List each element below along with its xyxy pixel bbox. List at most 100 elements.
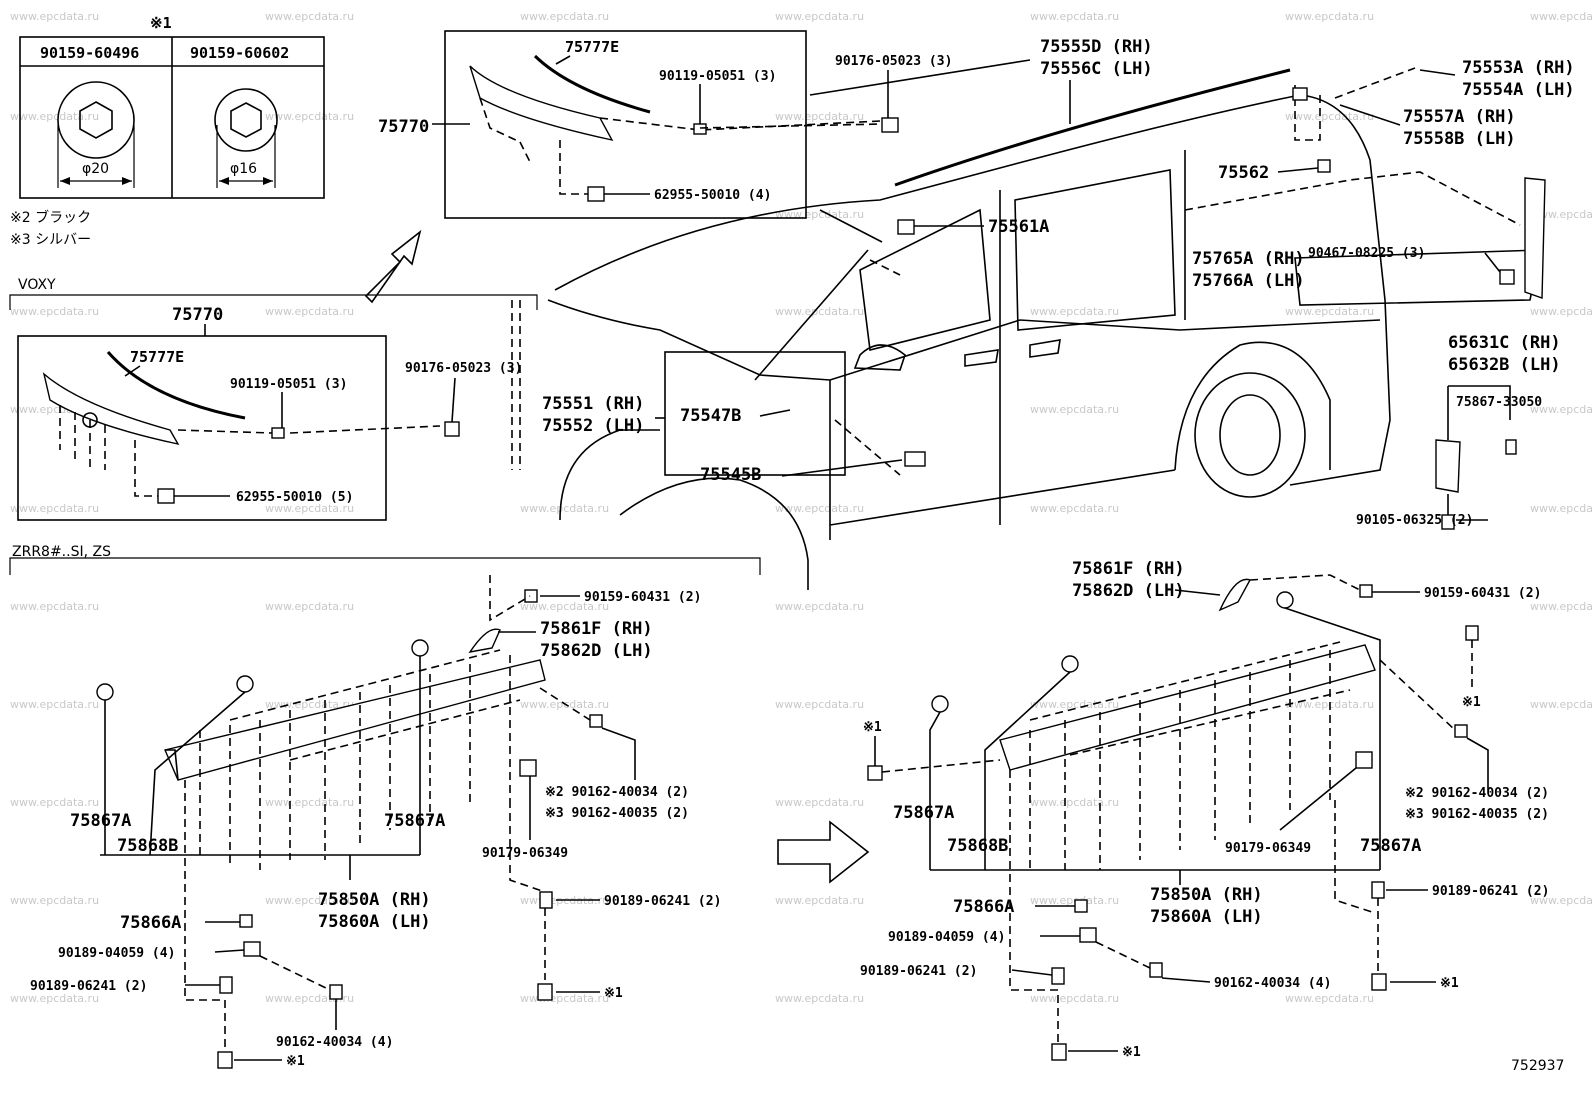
rr-stud: 90189-06241 (2) [1432, 884, 1549, 899]
watermark: www.epcdata.ru [775, 502, 864, 515]
label-75547: 75547B [680, 406, 741, 426]
lr-screw-silver: ※3 90162-40035 (2) [545, 806, 689, 821]
zrr-section-title: ZRR8#..SI, ZS [12, 544, 111, 560]
retainer-icon [587, 186, 605, 202]
label-qtr-rh: 75765A (RH) [1192, 249, 1305, 269]
label-75545: 75545B [700, 465, 761, 485]
note-silver: ※3 シルバー [10, 232, 91, 248]
moulding-strip [533, 54, 651, 114]
rr-stud2: 90189-06241 (2) [860, 964, 977, 979]
watermark: www.epcdata.ru [520, 992, 609, 1005]
rr-mark-left: ※1 [863, 720, 882, 735]
watermark: www.epcdata.ru [1030, 10, 1119, 23]
watermark: www.epcdata.ru [775, 698, 864, 711]
rocker-panel [999, 644, 1376, 771]
watermark: www.epcdata.ru [1530, 208, 1592, 221]
rr-mark-b: ※1 [1122, 1045, 1141, 1060]
label-75562: 75562 [1218, 163, 1269, 183]
voxy-inset-moulding: 75777E [130, 348, 184, 366]
lr-clip-a2: 75867A [384, 811, 445, 831]
garnish-part [469, 65, 614, 142]
note-black: ※2 ブラック [10, 209, 91, 226]
vehicle-body [547, 68, 1546, 590]
end-cap-part [468, 628, 501, 653]
lr-nut2: 90189-04059 (4) [58, 946, 175, 961]
clip-icon [931, 695, 949, 713]
watermark: www.epcdata.ru [10, 698, 99, 711]
watermark: www.epcdata.ru [265, 305, 354, 318]
watermark: www.epcdata.ru [10, 796, 99, 809]
watermark: www.epcdata.ru [10, 305, 99, 318]
watermark: www.epcdata.ru [1030, 403, 1119, 416]
watermark: www.epcdata.ru [775, 796, 864, 809]
clip-icon-large [57, 81, 135, 159]
voxy-inset-assembly: 75770 [172, 305, 223, 325]
watermark: www.epcdata.ru [1530, 600, 1592, 613]
roof-moulding [894, 68, 1291, 187]
lr-screw2: 90162-40034 (4) [276, 1035, 393, 1050]
watermark: www.epcdata.ru [265, 796, 354, 809]
watermark: www.epcdata.ru [1030, 305, 1119, 318]
nut-icon [519, 759, 537, 777]
clip-part-2: 90159-60602 [190, 44, 289, 62]
label-hood-rh: 75551 (RH) [542, 394, 644, 414]
clip-icon [271, 427, 285, 439]
watermark: www.epcdata.ru [265, 502, 354, 515]
rr-nut: 90179-06349 [1225, 841, 1311, 856]
clip-icon [693, 123, 707, 135]
lr-small: 75866A [120, 913, 181, 933]
watermark: www.epcdata.ru [1285, 110, 1374, 123]
rr-end-rh: 75861F (RH) [1072, 559, 1185, 579]
rocker-panel [164, 659, 546, 781]
watermark: www.epcdata.ru [10, 110, 99, 123]
lr-rocker-rh: 75850A (RH) [318, 890, 431, 910]
clip-table: ※1 90159-60496 90159-60602 φ20 φ16 [19, 14, 325, 199]
lr-clip-top: 90159-60431 (2) [584, 590, 701, 605]
arrow-icon [777, 820, 870, 884]
clip-table-mark: ※1 [150, 14, 172, 32]
moulding-strip [106, 351, 246, 420]
clip-icon [1061, 655, 1079, 673]
rr-clip-a-left: 75867A [893, 803, 954, 823]
side-window [1014, 169, 1176, 331]
watermark: www.epcdata.ru [1030, 796, 1119, 809]
lr-stud2: 90189-06241 (2) [30, 979, 147, 994]
garnish-part [42, 372, 180, 446]
mudguard-part [1435, 439, 1461, 493]
right-rocker-group: 75861F (RH) 75862D (LH) 90159-60431 (2) … [860, 559, 1549, 1061]
label-rear2-rh: 75557A (RH) [1403, 107, 1516, 127]
watermark: www.epcdata.ru [775, 10, 864, 23]
lr-clip-b: 75868B [117, 836, 178, 856]
lr-screw-black: ※2 90162-40034 (2) [545, 785, 689, 800]
rr-clip-b: 75868B [947, 836, 1008, 856]
label-mud-screw: 75867-33050 [1456, 395, 1542, 410]
lr-nut: 90179-06349 [482, 846, 568, 861]
diagram-number: 752937 [1511, 1058, 1564, 1074]
voxy-inset-clip: 90119-05051 (3) [230, 377, 347, 392]
watermark: www.epcdata.ru [1030, 502, 1119, 515]
label-roof-rh: 75555D (RH) [1040, 37, 1153, 57]
label-mud-lh: 65632B (LH) [1448, 355, 1561, 375]
watermark: www.epcdata.ru [1285, 305, 1374, 318]
label-qtr-screw: 90467-08225 (3) [1308, 246, 1425, 261]
lr-end-lh: 75862D (LH) [540, 641, 653, 661]
watermark: www.epcdata.ru [265, 600, 354, 613]
watermark: www.epcdata.ru [1530, 403, 1592, 416]
rr-nut2: 90189-04059 (4) [888, 930, 1005, 945]
rr-small: 75866A [953, 897, 1014, 917]
lr-mark-b: ※1 [286, 1054, 305, 1069]
watermark: www.epcdata.ru [265, 10, 354, 23]
watermark: www.epcdata.ru [520, 502, 609, 515]
top-inset: 75770 75777E 90119-05051 (3) 62955-50010… [378, 30, 881, 219]
retainer-icon [157, 488, 175, 504]
rr-mark-r: ※1 [1440, 976, 1459, 991]
nut-icon [1355, 751, 1373, 769]
watermark: www.epcdata.ru [1285, 10, 1374, 23]
voxy-inset: 75770 75777E 90119-05051 (3) 62955-50010… [17, 305, 441, 521]
clip-icon [411, 639, 429, 657]
zrr-bracket [9, 557, 761, 575]
label-mud-rh: 65631C (RH) [1448, 333, 1561, 353]
label-rear2-lh: 75558B (LH) [1403, 129, 1516, 149]
clip-icon [444, 421, 460, 437]
